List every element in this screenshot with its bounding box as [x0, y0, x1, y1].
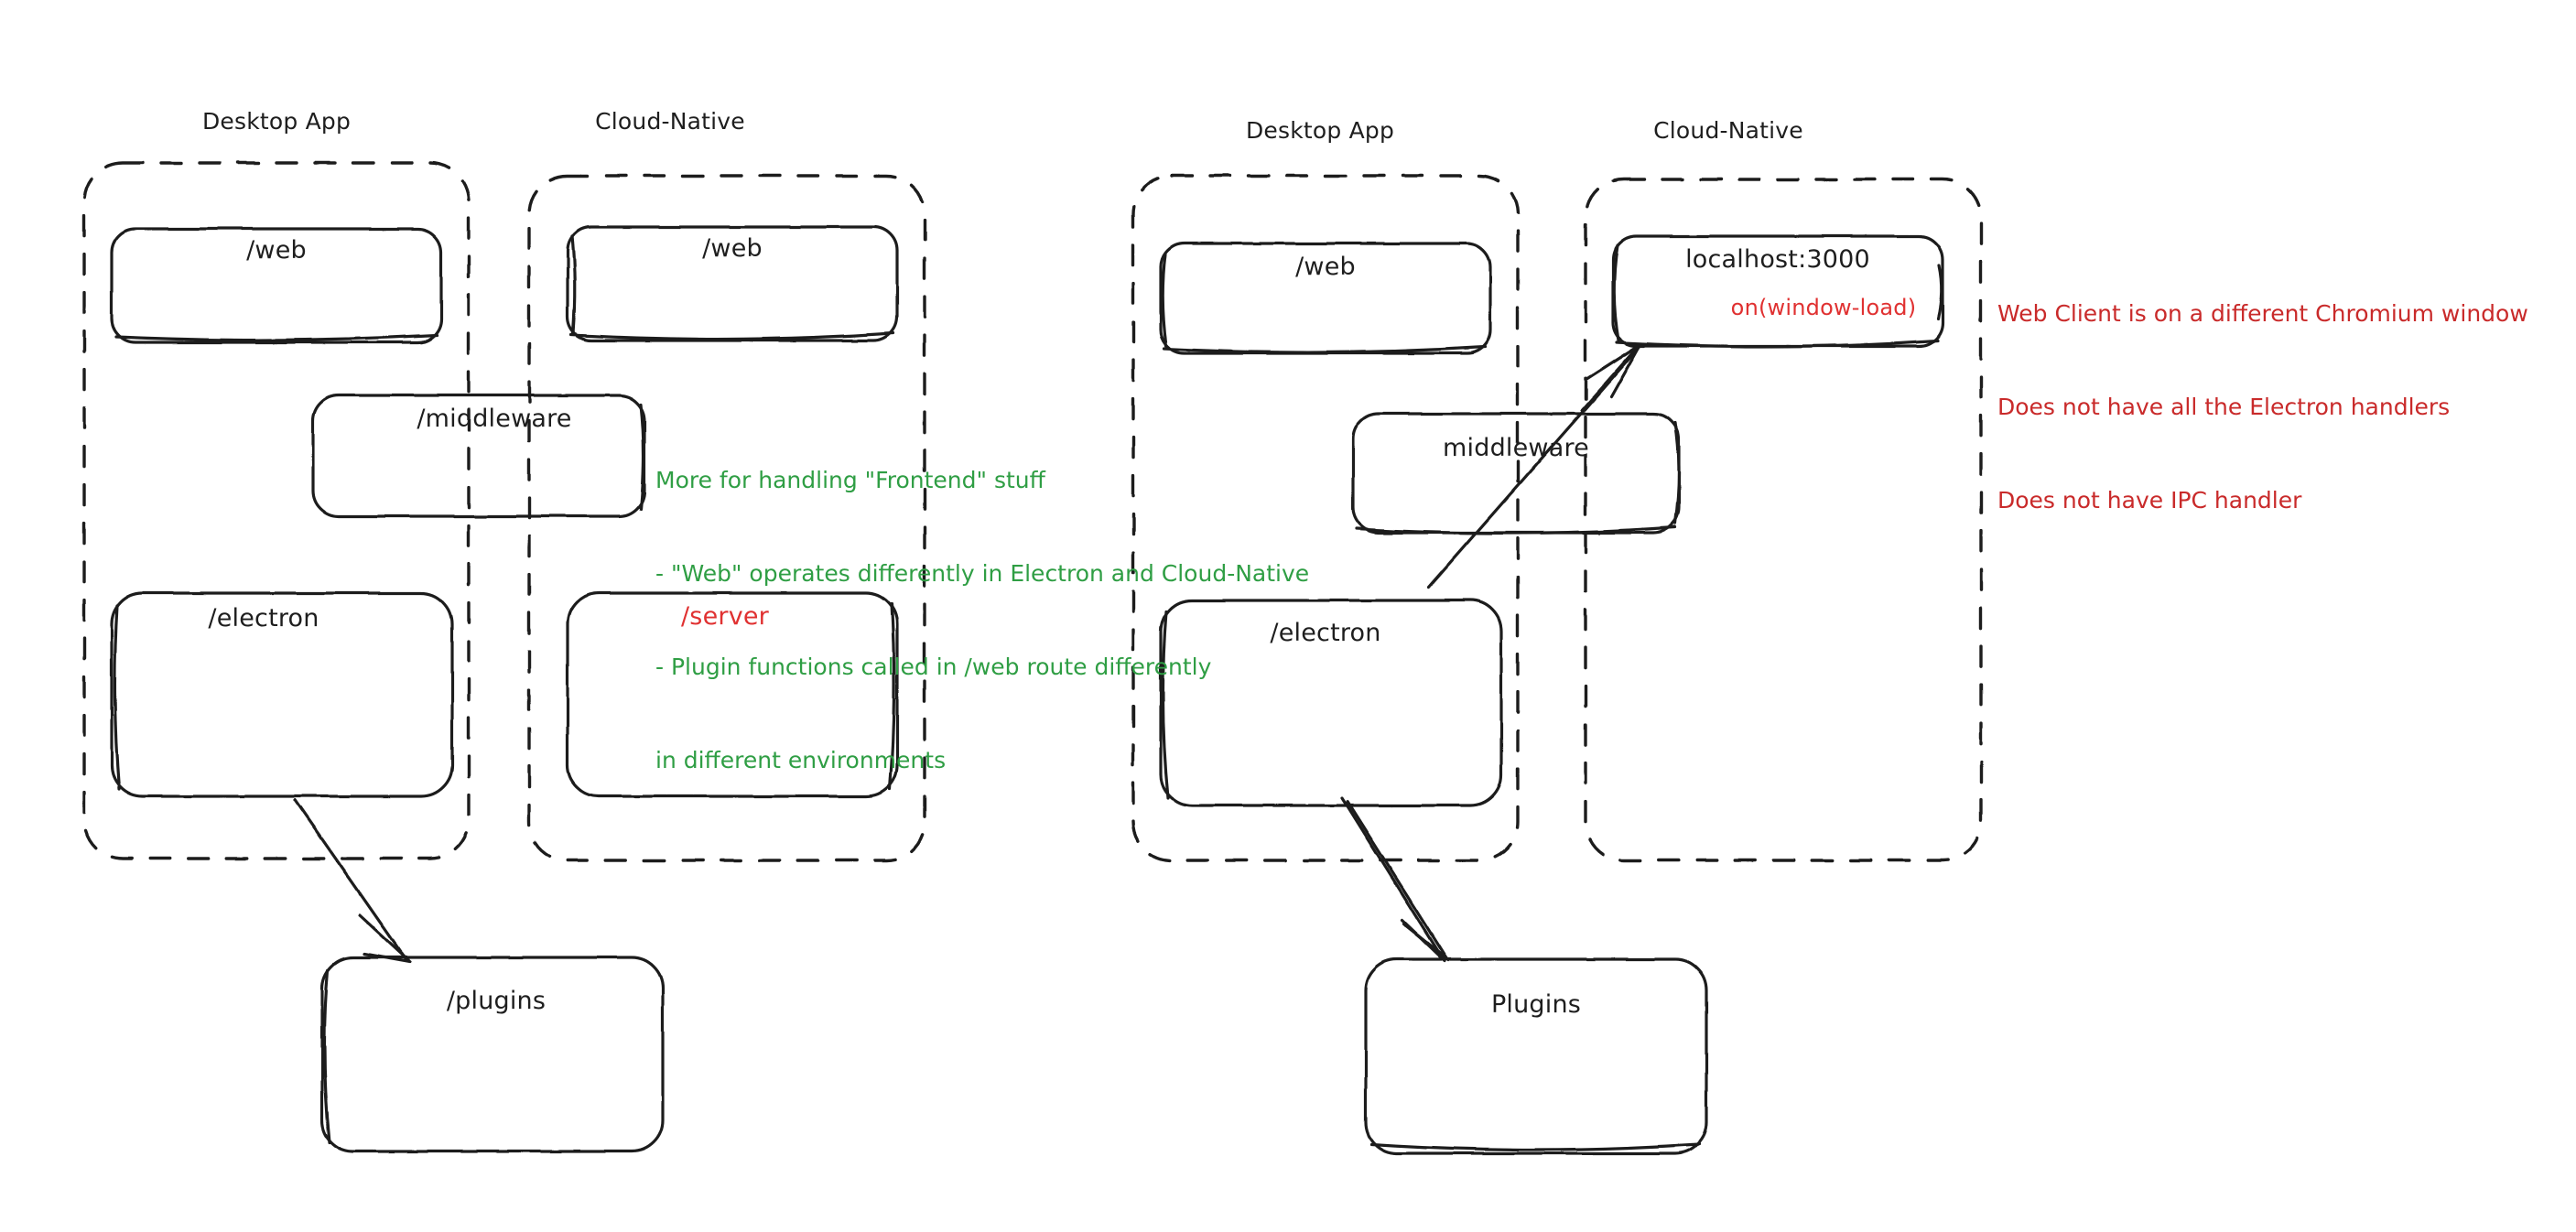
- node-label-right-localhost: localhost:3000: [1685, 245, 1870, 274]
- node-label-right-middleware: middleware: [1443, 434, 1589, 462]
- node-right-electron[interactable]: [1161, 600, 1501, 805]
- node-label-left-server: /server: [681, 602, 769, 631]
- node-left-plugins[interactable]: [322, 957, 663, 1151]
- annotation-red-line-1: Web Client is on a different Chromium wi…: [1997, 300, 2528, 327]
- annotation-green-line-3: - Plugin functions called in /web route …: [655, 654, 1212, 680]
- node-label-right-electron: /electron: [1270, 619, 1381, 647]
- node-left-electron[interactable]: [112, 593, 452, 796]
- group-title-right-cloud-native: Cloud-Native: [1653, 117, 1803, 144]
- node-left-web-cloud[interactable]: [568, 227, 897, 340]
- annotation-green-line-1: More for handling "Frontend" stuff: [655, 467, 1045, 493]
- group-title-right-desktop-app: Desktop App: [1245, 117, 1395, 144]
- annotation-green-line-4: in different environments: [655, 747, 947, 773]
- node-right-localhost-3000[interactable]: [1613, 236, 1943, 346]
- annotation-red-line-3: Does not have IPC handler: [1997, 487, 2302, 513]
- node-label-left-web-desktop: /web: [246, 236, 307, 265]
- node-sublabel-right-localhost-on-window-load: on(window-load): [1730, 295, 1917, 320]
- node-label-left-plugins: /plugins: [446, 987, 547, 1015]
- annotation-red-line-2: Does not have all the Electron handlers: [1997, 394, 2451, 420]
- group-title-left-cloud-native: Cloud-Native: [595, 108, 745, 135]
- node-right-middleware[interactable]: [1353, 414, 1679, 533]
- node-label-left-web-cloud: /web: [702, 234, 763, 263]
- node-label-right-web: /web: [1295, 253, 1356, 281]
- node-right-web[interactable]: [1161, 243, 1490, 353]
- node-left-middleware[interactable]: [313, 395, 644, 516]
- node-left-server[interactable]: [568, 593, 897, 796]
- annotation-green-note: More for handling "Frontend" stuff - "We…: [655, 403, 1309, 838]
- annotation-red-note: Web Client is on a different Chromium wi…: [1997, 236, 2528, 578]
- group-title-left-desktop-app: Desktop App: [201, 108, 352, 135]
- node-label-left-middleware: /middleware: [417, 405, 572, 433]
- annotation-green-line-2: - "Web" operates differently in Electron…: [655, 560, 1310, 587]
- node-right-plugins[interactable]: [1366, 959, 1706, 1153]
- node-label-right-plugins: Plugins: [1490, 990, 1582, 1019]
- node-left-web-desktop[interactable]: [112, 229, 441, 342]
- node-label-left-electron: /electron: [208, 604, 319, 632]
